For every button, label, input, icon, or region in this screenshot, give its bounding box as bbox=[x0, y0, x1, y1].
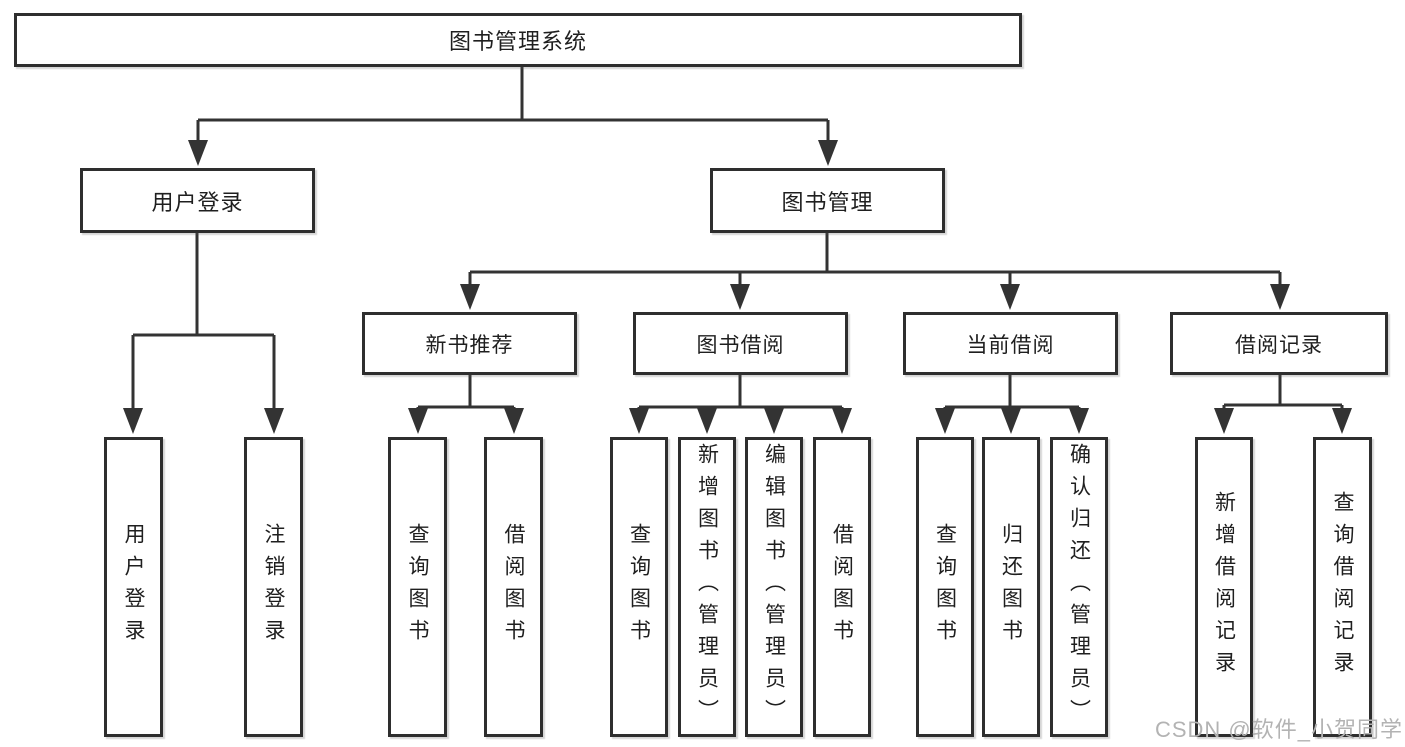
leaf-borrow-books: 借阅图书 bbox=[813, 437, 871, 737]
node-user-login-branch: 用户登录 bbox=[80, 168, 315, 233]
node-borrow-records: 借阅记录 bbox=[1170, 312, 1388, 375]
node-root-system: 图书管理系统 bbox=[14, 13, 1022, 67]
leaf-confirm-return-admin-label: 确认归还（管理员） bbox=[1067, 443, 1091, 731]
leaf-add-borrow-record-label: 新增借阅记录 bbox=[1212, 491, 1236, 683]
node-current-borrow: 当前借阅 bbox=[903, 312, 1118, 375]
node-book-management-label: 图书管理 bbox=[781, 189, 874, 215]
leaf-borrow-books-recommend: 借阅图书 bbox=[484, 437, 543, 737]
leaf-query-books-recommend: 查询图书 bbox=[388, 437, 447, 737]
csdn-watermark: CSDN @软件_小贺同学 bbox=[1154, 717, 1403, 742]
leaf-query-borrow-record-label: 查询借阅记录 bbox=[1331, 491, 1354, 683]
leaf-borrow-books-label: 借阅图书 bbox=[830, 523, 854, 651]
leaf-edit-books-admin: 编辑图书（管理员） bbox=[745, 437, 803, 737]
leaf-confirm-return-admin: 确认归还（管理员） bbox=[1050, 437, 1108, 737]
node-book-borrow-label: 图书借阅 bbox=[696, 333, 785, 357]
leaf-query-books-current: 查询图书 bbox=[916, 437, 974, 737]
leaf-query-books-borrow-label: 查询图书 bbox=[627, 523, 651, 651]
node-borrow-records-label: 借阅记录 bbox=[1235, 333, 1323, 357]
leaf-user-login-label: 用户登录 bbox=[122, 523, 145, 651]
node-new-book-recommend: 新书推荐 bbox=[362, 312, 577, 375]
leaf-query-books-borrow: 查询图书 bbox=[610, 437, 668, 737]
node-current-borrow-label: 当前借阅 bbox=[966, 333, 1055, 357]
node-book-borrow: 图书借阅 bbox=[633, 312, 848, 375]
leaf-query-borrow-record: 查询借阅记录 bbox=[1313, 437, 1372, 737]
leaf-return-books: 归还图书 bbox=[982, 437, 1040, 737]
node-new-book-recommend-label: 新书推荐 bbox=[425, 333, 514, 357]
leaf-add-books-admin: 新增图书（管理员） bbox=[678, 437, 736, 737]
leaf-add-books-admin-label: 新增图书（管理员） bbox=[695, 443, 719, 731]
node-book-management-branch: 图书管理 bbox=[710, 168, 945, 233]
leaf-return-books-label: 归还图书 bbox=[999, 523, 1023, 651]
leaf-edit-books-admin-label: 编辑图书（管理员） bbox=[762, 443, 786, 731]
leaf-logout-label: 注销登录 bbox=[262, 523, 285, 651]
leaf-add-borrow-record: 新增借阅记录 bbox=[1195, 437, 1253, 737]
leaf-user-login: 用户登录 bbox=[104, 437, 163, 737]
leaf-query-books-recommend-label: 查询图书 bbox=[406, 523, 429, 651]
node-user-login-label: 用户登录 bbox=[151, 189, 244, 215]
leaf-logout: 注销登录 bbox=[244, 437, 303, 737]
leaf-borrow-books-recommend-label: 借阅图书 bbox=[502, 523, 525, 651]
leaf-query-books-current-label: 查询图书 bbox=[933, 523, 957, 651]
node-root-label: 图书管理系统 bbox=[448, 29, 587, 54]
